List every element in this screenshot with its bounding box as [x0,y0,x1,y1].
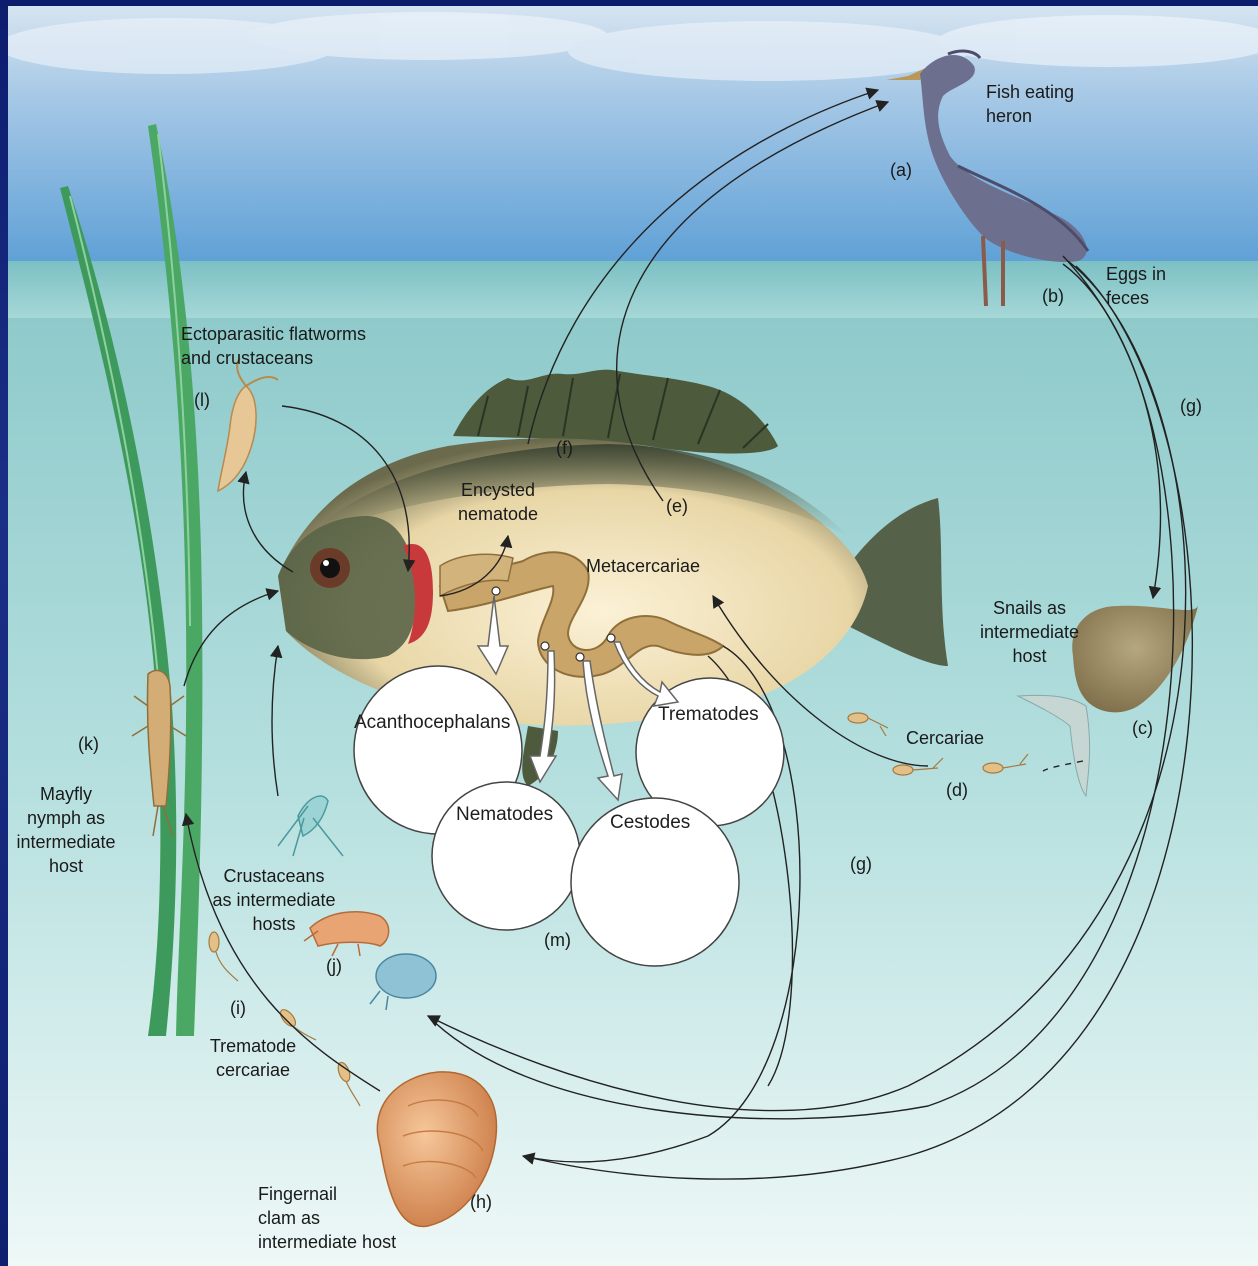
label-e: (e) [666,494,688,518]
label-d: (d) [946,778,968,802]
label-g-top: (g) [1180,394,1202,418]
label-l: (l) [194,388,210,412]
cestodes-label: Cestodes [610,812,690,834]
label-k: (k) [78,732,99,756]
label-m: (m) [544,928,571,952]
label-j: (j) [326,954,342,978]
label-h: (h) [470,1190,492,1214]
label-g-mid: (g) [850,852,872,876]
label-f: (f) [556,436,573,460]
metacercariae-label: Metacercariae [586,554,700,578]
label-i: (i) [230,996,246,1020]
label-c: (c) [1132,716,1153,740]
trematodes-label: Trematodes [658,704,759,726]
nematodes-label: Nematodes [456,804,553,826]
cercariae-label: Cercariae [906,726,984,750]
acanthocephalans-label: Acanthocephalans [354,712,510,734]
label-a: (a) [890,158,912,182]
label-b: (b) [1042,284,1064,308]
